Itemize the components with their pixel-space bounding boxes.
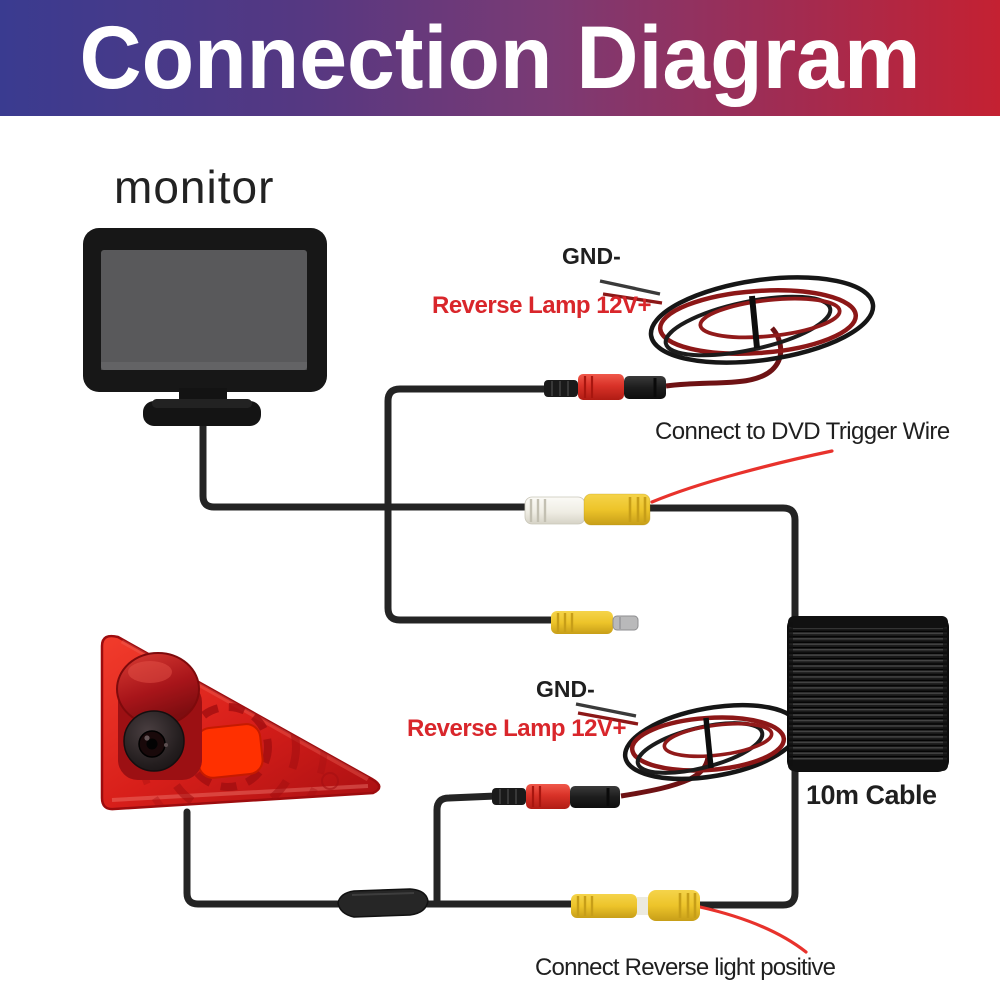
rear-view-camera	[100, 634, 381, 811]
rca-white-connector	[524, 496, 586, 525]
inline-module	[337, 888, 429, 918]
bottom-rca-pair	[571, 890, 700, 921]
dc-black-connector	[624, 376, 666, 399]
top-twisted-wire-bundle	[599, 275, 876, 389]
header-banner: Connection Diagram	[0, 0, 1000, 116]
gnd-label-top: GND-	[562, 243, 621, 269]
top-12v-wire-tip	[602, 292, 663, 305]
camera-glow	[195, 723, 264, 779]
top-power-connector-pair	[544, 374, 666, 400]
dc-red-connector	[526, 784, 570, 809]
reverse-lamp-label-bottom: Reverse Lamp 12V+	[407, 715, 626, 742]
bottom-power-connector-pair	[492, 784, 620, 809]
monitor-branch-cable	[384, 385, 557, 624]
cable-coil-10m	[787, 616, 949, 772]
reverse-light-positive-label: Connect Reverse light positive	[535, 954, 836, 981]
reverse-lamp-label-top: Reverse Lamp 12V+	[432, 292, 651, 319]
dc-black-connector	[570, 786, 620, 808]
cable-length-label: 10m Cable	[806, 780, 937, 810]
reverse-light-trigger-wire	[698, 905, 808, 954]
video-cable-to-coil	[644, 504, 799, 626]
camera-power-branch	[433, 792, 500, 907]
bottom-twisted-wire-bundle	[575, 702, 802, 799]
rca-metal-tip	[612, 615, 639, 631]
dc-red-connector	[578, 374, 624, 400]
coil-exit-cable	[696, 762, 799, 909]
top-gnd-wire-tip	[599, 279, 661, 296]
bottom-bundle-tie	[703, 717, 714, 769]
dvd-trigger-label: Connect to DVD Trigger Wire	[655, 418, 950, 445]
camera-main-cable	[183, 808, 577, 908]
trigger-wires	[650, 449, 834, 954]
gnd-label-bottom: GND-	[536, 676, 595, 702]
rca-yellow-connector	[583, 493, 651, 526]
bottom-gnd-wire-tip	[575, 702, 637, 718]
video-rca-junction	[524, 493, 651, 526]
monitor-illustration	[83, 228, 327, 426]
rca-coupler-ring	[637, 897, 648, 915]
spare-rca-yellow-plug	[551, 611, 639, 634]
bottom-12v-wire-tip	[577, 711, 639, 726]
top-bundle-tie	[749, 295, 760, 349]
rca-yellow-male	[571, 894, 637, 918]
cable-runs	[183, 385, 799, 909]
monitor-screen	[101, 250, 307, 370]
dvd-trigger-wire	[650, 449, 834, 504]
page-title: Connection Diagram	[79, 8, 921, 108]
rca-yellow-female	[648, 890, 700, 921]
monitor-label: monitor	[114, 161, 275, 213]
monitor-main-cable	[199, 420, 529, 511]
